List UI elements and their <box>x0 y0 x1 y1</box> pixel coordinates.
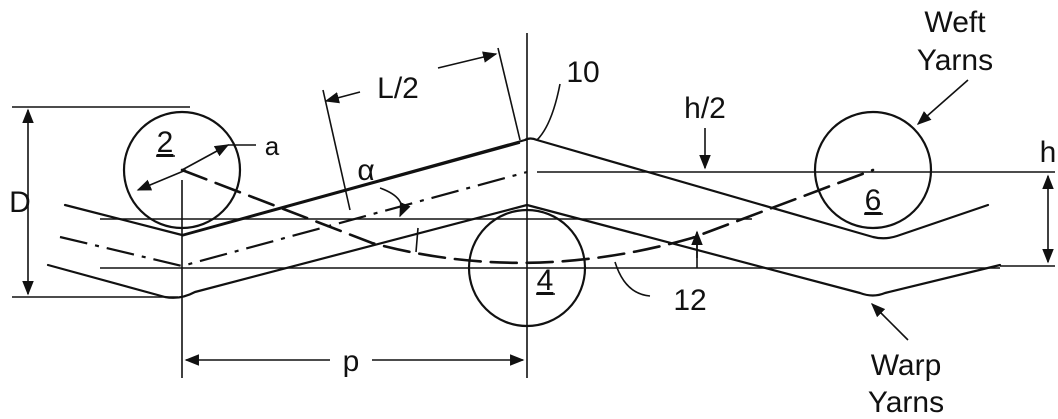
l-half-arrow-left <box>324 91 361 104</box>
label-h: h <box>1040 136 1057 169</box>
label-a: a <box>265 131 280 161</box>
l-half-ext-right <box>497 47 521 141</box>
l-half-ext-left <box>322 89 351 211</box>
alpha-arc <box>379 187 411 218</box>
alpha-tick <box>415 227 419 253</box>
label-yarn-2: 2 <box>157 126 174 159</box>
label-yarn-4: 4 <box>537 264 554 297</box>
a-radius-arrow <box>136 169 187 191</box>
warp-pointer-arrow <box>870 302 909 341</box>
weft-pointer-arrow <box>916 79 969 125</box>
label-alpha: α <box>357 154 374 187</box>
label-yarn-6: 6 <box>865 184 882 217</box>
weft-label-line2: Yarns <box>917 44 993 77</box>
label-l-half: L/2 <box>377 72 419 105</box>
weft-yarn-6 <box>813 110 933 230</box>
warp-centerline-left <box>59 170 528 268</box>
leader-12 <box>614 261 651 297</box>
weft-label-line1: Weft <box>924 6 986 39</box>
yarn-centre-path <box>180 168 875 265</box>
warp-label-line1: Warp <box>871 349 942 382</box>
label-d: D <box>9 186 31 219</box>
label-ref-12: 12 <box>673 284 706 317</box>
label-p: p <box>343 345 360 378</box>
warp-label-line2: Yarns <box>868 386 944 419</box>
a-radius-arrow-2 <box>181 144 230 171</box>
label-h-half: h/2 <box>684 92 726 125</box>
l-half-arrow-right <box>437 51 498 69</box>
leader-10 <box>536 83 561 141</box>
label-ref-10: 10 <box>566 56 599 89</box>
warp-upper-chord <box>181 142 521 237</box>
